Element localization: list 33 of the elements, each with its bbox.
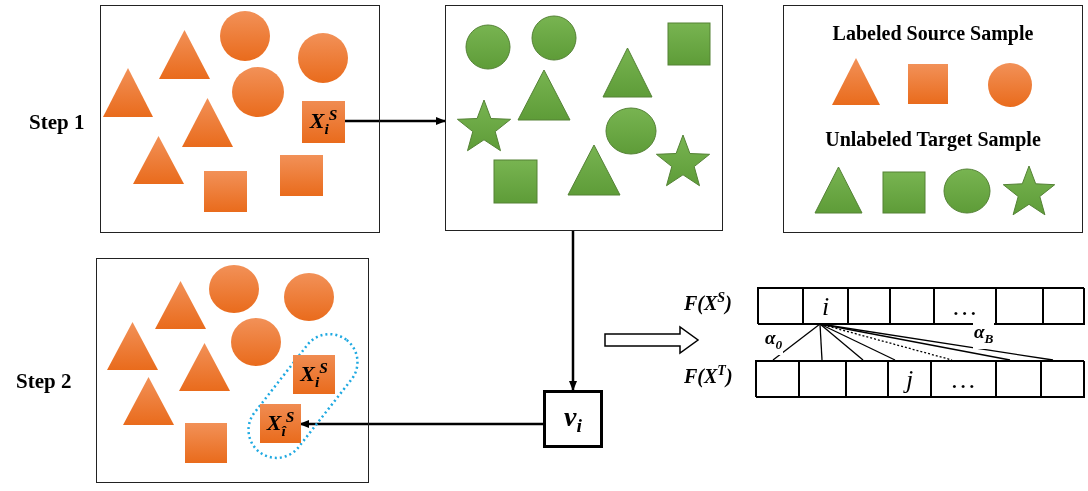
step-label: Step 1: [29, 110, 85, 135]
cell-symbol: …: [951, 364, 976, 395]
sample-square: [260, 404, 301, 443]
feature-cell: [799, 361, 846, 398]
vector-symbol: v$_{i}$: [564, 400, 582, 438]
feature-cell: [803, 288, 848, 325]
feature-cell: [756, 361, 799, 398]
feature-cell: [1041, 361, 1085, 398]
cell-symbol: …: [953, 291, 977, 322]
arrow: [604, 325, 700, 355]
vector-box: [543, 390, 603, 448]
sample-square: [293, 355, 335, 394]
sample-panel: [445, 5, 723, 231]
edge-label: α$_{B}$: [973, 322, 995, 349]
row-label: F(X$^{S}$): [684, 290, 732, 315]
cell-symbol: i: [821, 291, 830, 322]
feature-cell: [888, 361, 931, 398]
feature-cell: [890, 288, 934, 325]
feature-cell: [931, 361, 996, 398]
feature-cell: [1043, 288, 1085, 325]
legend-label: Unlabeled Target Sample: [825, 128, 1041, 151]
row-label: F(X$^{T}$): [684, 363, 733, 388]
feature-cell: [758, 288, 803, 325]
sample-square: [302, 101, 345, 143]
legend-label: Labeled Source Sample: [832, 22, 1034, 45]
arrow: [569, 231, 577, 391]
arrow: [344, 117, 446, 125]
feature-cell: [996, 288, 1043, 325]
cell-symbol: j: [905, 364, 914, 395]
feature-cell: [848, 288, 890, 325]
feature-cell: [846, 361, 888, 398]
step-label: Step 2: [16, 369, 72, 394]
feature-cell: [996, 361, 1041, 398]
